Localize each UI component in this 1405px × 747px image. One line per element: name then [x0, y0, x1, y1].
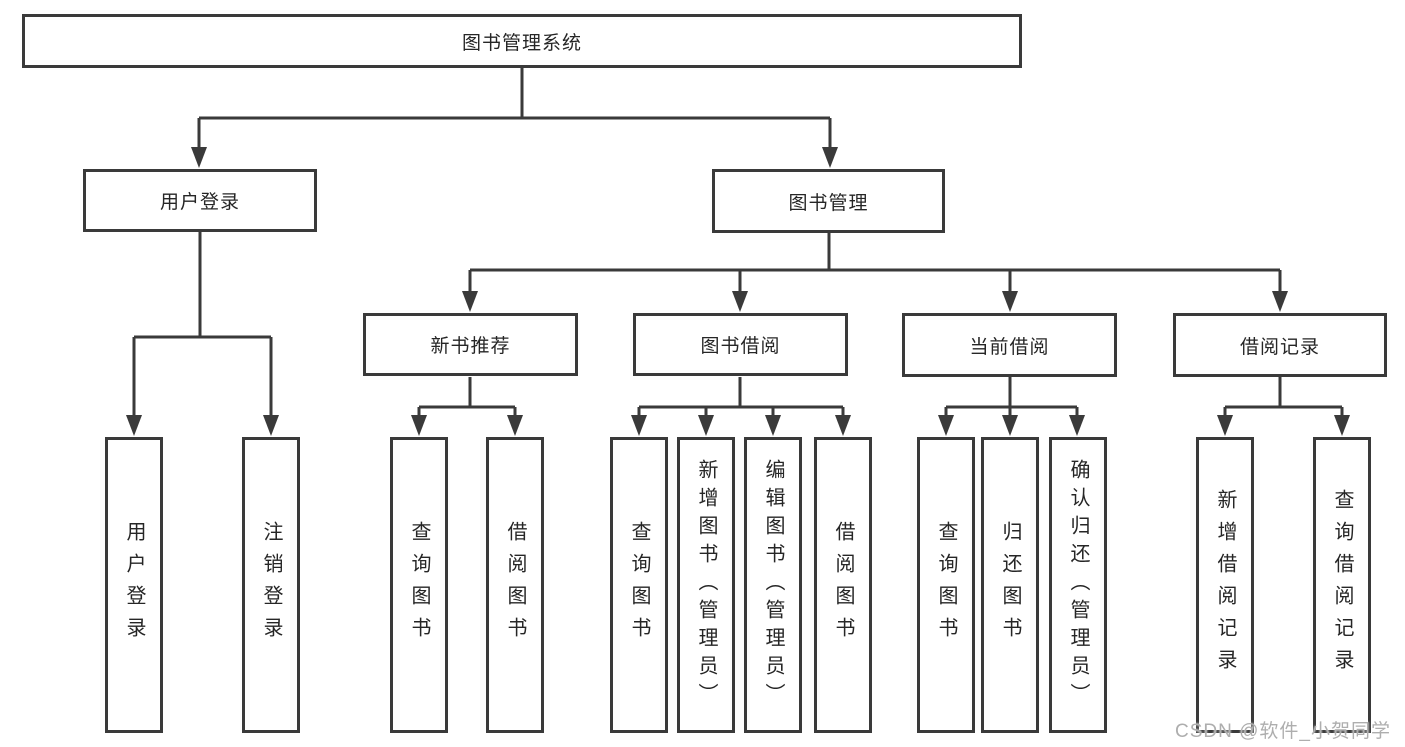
node-label: 归还图书	[999, 521, 1021, 649]
leaf-user-login: 用户登录	[105, 437, 163, 733]
leaf-borrow-add-books-admin: 新增图书（管理员）	[677, 437, 735, 733]
node-label: 用户登录	[123, 521, 145, 649]
node-label: 借阅记录	[1239, 336, 1320, 358]
connector-paths	[132, 68, 1344, 420]
node-label: 借阅图书	[504, 521, 526, 649]
node-root-system: 图书管理系统	[22, 14, 1022, 68]
leaf-recommend-borrow-books: 借阅图书	[486, 437, 544, 733]
leaf-current-return-books: 归还图书	[981, 437, 1039, 733]
node-label: 新增图书（管理员）	[695, 459, 717, 711]
node-label: 查询借阅记录	[1331, 489, 1353, 681]
node-label: 新书推荐	[430, 336, 511, 357]
leaf-borrow-edit-books-admin: 编辑图书（管理员）	[744, 437, 802, 733]
leaf-borrow-borrow-books: 借阅图书	[814, 437, 872, 733]
leaf-current-confirm-return-admin: 确认归还（管理员）	[1049, 437, 1107, 733]
leaf-records-query-record: 查询借阅记录	[1313, 437, 1371, 733]
node-label: 编辑图书（管理员）	[762, 459, 784, 711]
node-user-login: 用户登录	[83, 169, 317, 232]
node-book-borrow: 图书借阅	[633, 313, 848, 376]
node-borrow-records: 借阅记录	[1173, 313, 1387, 377]
node-label: 确认归还（管理员）	[1067, 459, 1089, 711]
node-book-management: 图书管理	[712, 169, 945, 233]
node-label: 注销登录	[260, 521, 282, 649]
leaf-current-query-books: 查询图书	[917, 437, 975, 733]
node-label: 用户登录	[159, 192, 240, 213]
node-label: 新增借阅记录	[1214, 489, 1236, 681]
node-label: 借阅图书	[832, 521, 854, 649]
leaf-borrow-query-books: 查询图书	[610, 437, 668, 733]
node-label: 查询图书	[628, 521, 650, 649]
arrowhead-icons	[126, 147, 1350, 436]
node-label: 图书借阅	[700, 336, 781, 357]
csdn-watermark: CSDN @软件_小贺同学	[1175, 721, 1391, 742]
leaf-recommend-query-books: 查询图书	[390, 437, 448, 733]
node-current-borrow: 当前借阅	[902, 313, 1117, 377]
node-new-book-recommend: 新书推荐	[363, 313, 578, 376]
node-label: 查询图书	[935, 521, 957, 649]
leaf-records-add-record: 新增借阅记录	[1196, 437, 1254, 733]
leaf-logout: 注销登录	[242, 437, 300, 733]
node-label: 当前借阅	[969, 336, 1050, 358]
node-label: 图书管理系统	[461, 32, 582, 54]
node-label: 查询图书	[408, 521, 430, 649]
node-label: 图书管理	[788, 192, 869, 214]
